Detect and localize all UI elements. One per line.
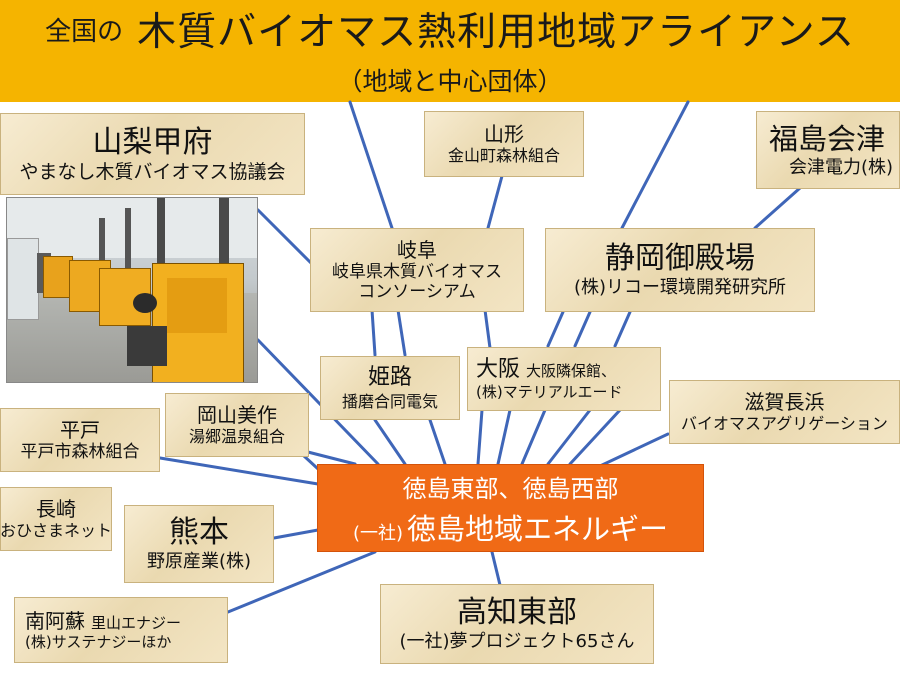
org-label: 金山町森林組合 <box>447 146 560 166</box>
org-label-line2: (株)マテリアルエード <box>476 383 623 402</box>
connector-osaka-c <box>520 408 547 466</box>
org-label-line1: 岐阜県木質バイオマス <box>332 261 502 282</box>
node-nagasaki: 長崎 おひさまネット <box>0 487 112 551</box>
region-label: 山梨甲府 <box>92 124 213 160</box>
connector-yamanashi <box>256 208 322 274</box>
connector-osaka-a <box>476 408 484 466</box>
org-label-line1: 大阪隣保館、 <box>526 361 617 380</box>
osaka-first-line: 大阪 大阪隣保館、 <box>476 357 616 383</box>
region-label: 大阪 <box>476 356 521 382</box>
connector-gifu-b <box>396 308 407 357</box>
node-minamiaso: 南阿蘇 里山エナジー (株)サステナジーほか <box>14 597 228 663</box>
region-label: 熊本 <box>169 515 229 551</box>
connector-minamiaso <box>226 550 377 614</box>
org-label: おひさまネット <box>0 521 112 541</box>
region-label: 静岡御殿場 <box>605 241 755 277</box>
org-label: 平戸市森林組合 <box>20 441 140 462</box>
center-line2: (一社) 徳島地域エネルギー <box>353 506 668 548</box>
region-label: 高知東部 <box>457 595 577 631</box>
region-label: 平戸 <box>60 417 100 442</box>
connector-photo <box>256 338 380 466</box>
org-label: 播磨合同電気 <box>341 391 438 411</box>
connector-kochi <box>490 550 502 587</box>
connector-gifu-a <box>370 308 377 357</box>
org-label: 湯郷温泉組合 <box>188 427 285 447</box>
org-label: 会津電力(株) <box>789 156 894 178</box>
node-center-tokushima: 徳島東部、徳島西部 (一社) 徳島地域エネルギー <box>317 464 704 552</box>
connector-osaka-b <box>496 408 512 466</box>
page-subtitle: （地域と中心団体） <box>337 67 563 96</box>
region-label: 岡山美作 <box>197 403 277 428</box>
connector-yamagata <box>486 174 504 230</box>
header-banner <box>0 0 900 102</box>
connector-shizuoka-b <box>573 310 592 348</box>
node-kumamoto: 熊本 野原産業(株) <box>124 505 274 583</box>
node-osaka: 大阪 大阪隣保館、 (株)マテリアルエード <box>467 347 661 411</box>
connector-shiga <box>598 432 670 468</box>
connector-shizuoka-a <box>546 310 565 348</box>
node-kochi: 高知東部 (一社)夢プロジェクト65さん <box>380 584 654 664</box>
node-yamagata: 山形 金山町森林組合 <box>424 111 584 177</box>
connector-shizuoka-c <box>613 310 632 348</box>
node-shizuoka: 静岡御殿場 (株)リコー環境開発研究所 <box>545 228 815 312</box>
connector-kumamoto <box>272 528 320 540</box>
region-label: 岐阜 <box>397 237 437 262</box>
node-hirado: 平戸 平戸市森林組合 <box>0 408 160 472</box>
region-label: 南阿蘇 <box>25 609 85 633</box>
center-prefix: (一社) <box>352 522 404 544</box>
org-label: (一社)夢プロジェクト65さん <box>399 631 635 653</box>
node-gifu: 岐阜 岐阜県木質バイオマス コンソーシアム <box>310 228 524 312</box>
org-label-line1: 里山エナジー <box>91 614 182 632</box>
title-prefix: 全国の <box>45 16 124 47</box>
connector-osaka-d <box>546 408 592 466</box>
node-himeji: 姫路 播磨合同電気 <box>320 356 460 420</box>
region-label: 山形 <box>484 122 524 147</box>
center-main: 徳島地域エネルギー <box>407 511 669 546</box>
connector-osaka-e <box>568 408 622 466</box>
minamiaso-first-line: 南阿蘇 里山エナジー <box>25 609 181 633</box>
connector-top-2 <box>620 100 690 230</box>
connector-himeji-a <box>373 418 407 466</box>
boiler-room-photo <box>6 197 258 383</box>
center-line1: 徳島東部、徳島西部 <box>402 474 619 503</box>
node-fukushima: 福島会津 会津電力(株) <box>756 111 900 189</box>
org-label: やまなし木質バイオマス協議会 <box>19 160 286 183</box>
org-label-line2: コンソーシアム <box>358 282 476 302</box>
node-okayama: 岡山美作 湯郷温泉組合 <box>165 393 309 457</box>
connector-top-1 <box>348 100 394 230</box>
connector-gifu-c <box>483 308 492 350</box>
connector-hirado <box>158 456 320 486</box>
page-title: 全国の 木質バイオマス熱利用地域アライアンス <box>0 4 900 55</box>
org-label: バイオマスアグリゲーション <box>681 414 888 434</box>
region-label: 福島会津 <box>769 121 886 156</box>
org-label: 野原産業(株) <box>146 551 252 573</box>
connector-okayama <box>298 448 357 466</box>
org-label-line2: (株)サステナジーほか <box>25 633 172 651</box>
connector-himeji-b <box>428 418 447 466</box>
node-yamanashi: 山梨甲府 やまなし木質バイオマス協議会 <box>0 113 305 195</box>
region-label: 長崎 <box>36 497 76 522</box>
region-label: 滋賀長浜 <box>744 390 825 415</box>
region-label: 姫路 <box>367 365 412 391</box>
title-main: 木質バイオマス熱利用地域アライアンス <box>137 10 855 55</box>
connector-fukushima <box>753 186 802 230</box>
node-shiga: 滋賀長浜 バイオマスアグリゲーション <box>669 380 900 444</box>
org-label: (株)リコー環境開発研究所 <box>573 277 787 299</box>
